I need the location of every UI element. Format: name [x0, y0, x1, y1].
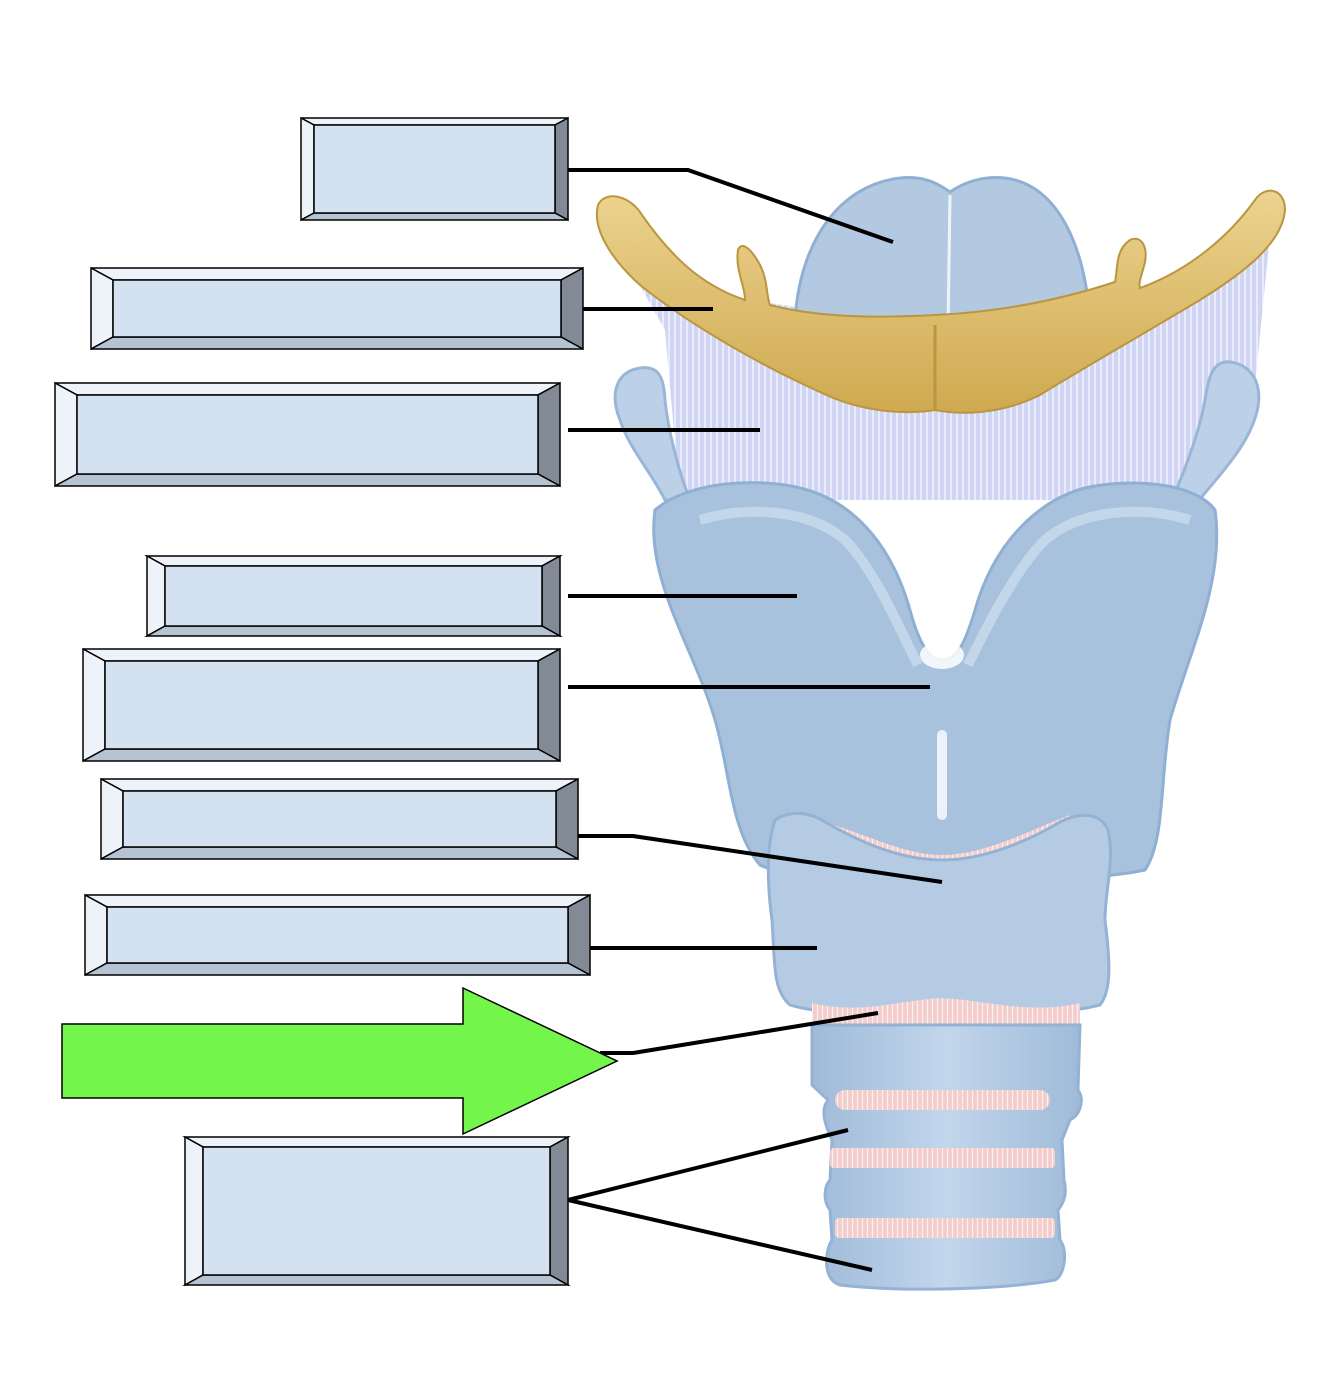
bevel-left [82, 647, 106, 763]
bevel-left [184, 1135, 204, 1287]
bevel-bottom [84, 962, 591, 976]
label-face [76, 394, 539, 475]
bevel-right [554, 116, 569, 222]
label-face [313, 124, 556, 214]
leader-line-cricothyroid-ligament [578, 834, 943, 884]
bevel-right [567, 893, 591, 977]
label-face [112, 279, 562, 338]
label-face [164, 565, 543, 627]
bevel-right [537, 381, 561, 488]
label-face [122, 790, 557, 848]
bevel-bottom [182, 1274, 571, 1286]
bevel-left [90, 266, 114, 351]
label-box-cricoid-cartilage[interactable] [84, 893, 591, 977]
leader-line-epiglottis [568, 168, 894, 244]
bevel-left [84, 893, 108, 977]
bevel-top [82, 648, 561, 662]
label-box-tracheal-cartilages[interactable] [182, 1135, 571, 1287]
bevel-left [54, 381, 78, 488]
bevel-bottom [300, 212, 569, 221]
label-face [106, 906, 569, 964]
label-box-epiglottis[interactable] [300, 116, 569, 222]
leader-line-tracheal-cartilage-1 [567, 1128, 849, 1202]
bevel-right [560, 266, 584, 351]
label-box-cricothyroid-ligament[interactable] [100, 777, 579, 861]
bevel-top [300, 117, 569, 126]
label-box-thyroid-cartilage[interactable] [144, 554, 563, 638]
bevel-right [537, 647, 561, 763]
tracheal-ligament-1 [835, 1090, 1050, 1110]
bevel-top [144, 555, 563, 567]
hyoid-bone [595, 189, 1287, 414]
label-box-hyoid-bone[interactable] [90, 266, 584, 351]
tracheal-ligament-2 [830, 1148, 1055, 1168]
cricoid-cartilage [766, 812, 1112, 1014]
bevel-top [84, 894, 591, 908]
leader-line-tracheal-cartilage-2 [567, 1198, 873, 1272]
bevel-top [90, 267, 584, 281]
cricotracheal-ligament [812, 998, 1080, 1030]
bevel-right [555, 777, 579, 861]
bevel-left [300, 116, 315, 222]
bevel-right [549, 1135, 569, 1287]
tracheal-ligament-3 [835, 1218, 1055, 1238]
bevel-bottom [82, 748, 561, 762]
right-arrow-icon [61, 986, 619, 1136]
bevel-right [541, 554, 561, 638]
label-face [104, 660, 539, 750]
bevel-bottom [100, 846, 579, 860]
larynx-illustration [595, 175, 1287, 1291]
label-face [202, 1146, 551, 1276]
bevel-bottom [144, 625, 563, 637]
leader-lines [567, 168, 943, 1272]
epiglottis [793, 175, 1092, 322]
bevel-bottom [54, 473, 561, 487]
label-box-thyrohyoid-membrane[interactable] [54, 381, 561, 488]
thyroid-cartilage [652, 481, 1219, 882]
bevel-top [182, 1136, 571, 1148]
bevel-bottom [90, 336, 584, 350]
label-boxes [54, 116, 591, 1287]
label-box-laryngeal-prominence[interactable] [82, 647, 561, 763]
bevel-top [54, 382, 561, 396]
bevel-left [146, 554, 166, 638]
bevel-left [100, 777, 124, 861]
bevel-top [100, 778, 579, 792]
leader-line-cricotracheal-ligament [600, 1011, 879, 1055]
